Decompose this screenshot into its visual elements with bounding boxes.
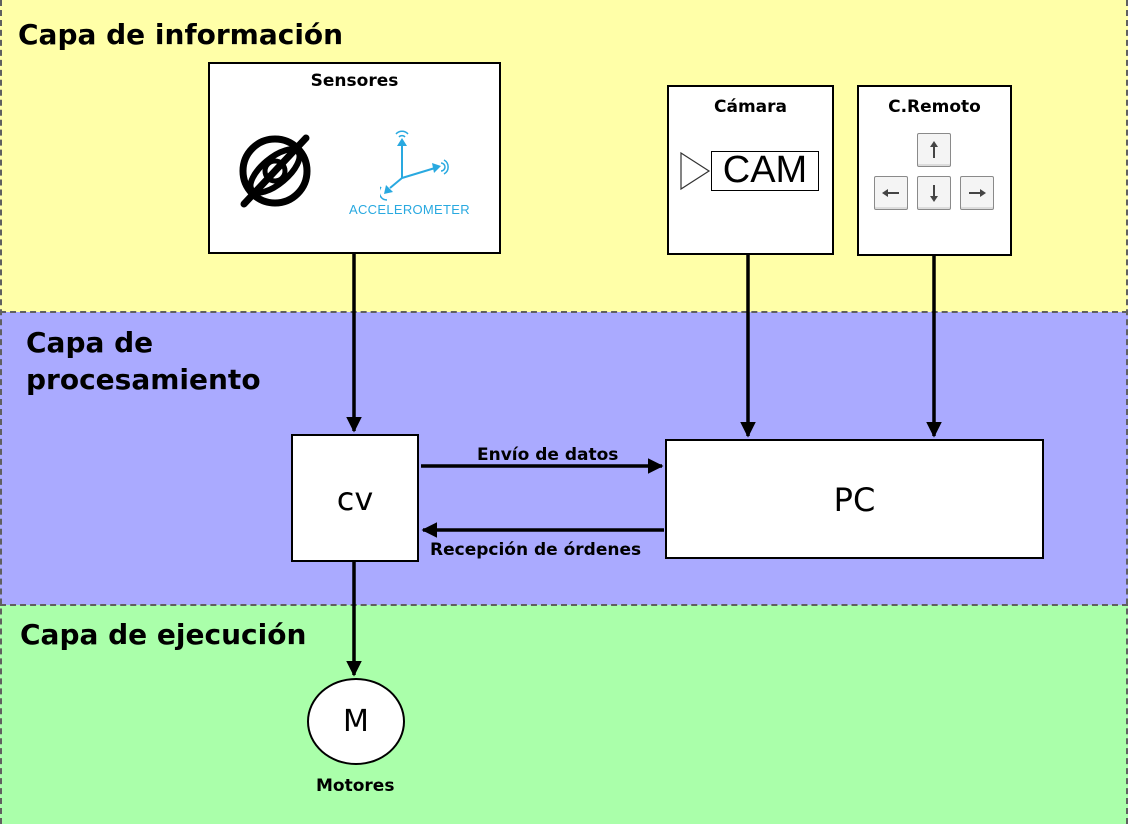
motor-circle: M [307,678,405,765]
arrow-up-key [917,133,951,167]
processing-layer-title-line2: procesamiento [26,363,261,396]
arrow-down-key [917,176,951,210]
cv-label: cv [336,480,374,518]
layer-divider-top [0,311,1128,313]
gyroscope-icon [239,134,311,208]
camera-label: CAM [711,151,819,191]
execution-layer [0,605,1128,824]
cv-box: cv [291,434,419,562]
arrow-left-key [874,176,908,210]
pc-box: PC [665,439,1044,559]
execution-layer-title: Capa de ejecución [20,618,307,651]
layer-divider-bottom [0,604,1128,606]
camera-box: Cámara CAM [667,85,834,255]
motor-symbol: M [343,704,369,739]
sensors-box: Sensores ACCELEROMETER [208,62,501,254]
information-layer-title: Capa de información [18,18,344,51]
motor-caption: Motores [316,776,395,796]
processing-layer-title: Capa de procesamiento [26,324,261,398]
play-triangle-icon [680,151,711,191]
right-border [1126,0,1128,824]
send-data-label: Envío de datos [477,445,619,465]
receive-orders-label: Recepción de órdenes [430,540,642,560]
remote-box: C.Remoto [857,85,1012,256]
arrow-right-key [960,176,994,210]
camera-title: Cámara [714,97,787,117]
accelerometer-icon [380,130,449,201]
left-border [0,0,2,824]
accelerometer-label: ACCELEROMETER [349,202,470,217]
remote-title: C.Remoto [888,97,981,117]
pc-label: PC [833,481,876,519]
sensors-title: Sensores [310,71,399,91]
processing-layer-title-line1: Capa de [26,326,154,359]
